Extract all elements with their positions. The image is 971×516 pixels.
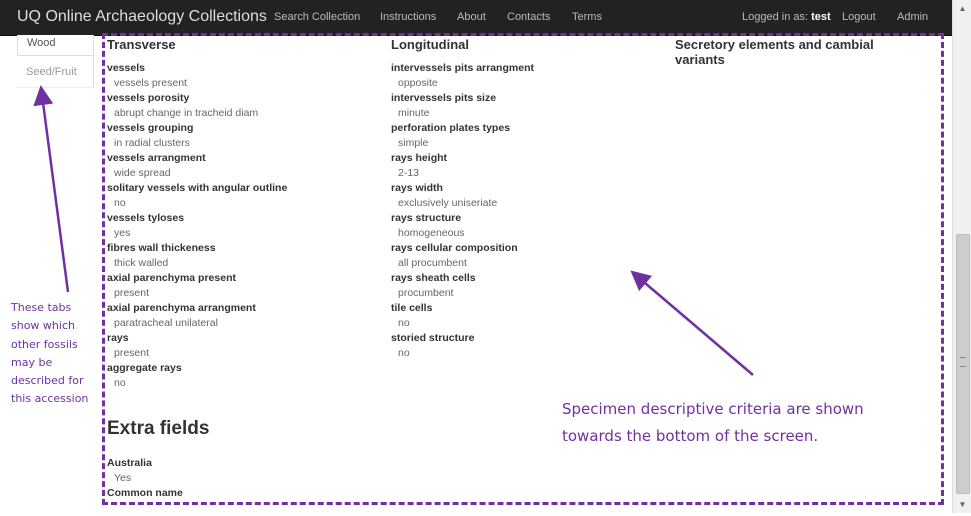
secretory-heading: Secretory elements and cambial variants [675, 37, 874, 67]
criterion-label: axial parenchyma present [107, 272, 236, 284]
criterion-value: no [398, 317, 410, 329]
transverse-criteria-list: vessels vessels present vessels porosity ab… [107, 61, 377, 391]
criterion-label: Australia [107, 457, 152, 469]
logged-in-indicator: Logged in as: test [742, 11, 831, 23]
criterion-label: rays sheath cells [391, 272, 476, 284]
criterion-label: fibres wall thickeness [107, 242, 216, 254]
nav-contacts[interactable]: Contacts [507, 11, 551, 23]
criterion-label: intervessels pits arrangment [391, 62, 534, 74]
annotation-dashed-frame [102, 33, 944, 505]
criterion-value: paratracheal unilateral [114, 317, 218, 329]
nav-about[interactable]: About [457, 11, 486, 23]
criterion-value: no [114, 377, 126, 389]
criterion-label: vessels arrangment [107, 152, 206, 164]
criterion-label: rays [107, 332, 129, 344]
nav-search-collection[interactable]: Search Collection [274, 11, 361, 23]
logged-in-username: test [811, 11, 831, 23]
tabs-annotation-text: These tabs show which other fossils may … [11, 301, 89, 406]
longitudinal-heading: Longitudinal [391, 37, 469, 52]
criterion-label: rays structure [391, 212, 462, 224]
tab-wood[interactable]: Wood [17, 35, 94, 56]
criterion-value: thick walled [114, 257, 169, 269]
criterion-label: rays width [391, 182, 443, 194]
criterion-value: opposite [398, 77, 438, 89]
longitudinal-criteria-list: intervessels pits arrangment opposite inte… [391, 61, 661, 361]
criteria-annotation-text: Specimen descriptive criteria are shown … [562, 400, 864, 445]
vertical-scrollbar[interactable]: ▲ ▼ [952, 0, 971, 513]
arrow-to-tabs [33, 85, 70, 293]
criterion-value: procumbent [398, 287, 454, 299]
criterion-value: simple [398, 137, 429, 149]
longitudinal-column: Longitudinal intervessels pits arrangmen… [391, 37, 661, 361]
triangle-up-icon[interactable]: ▲ [958, 4, 967, 13]
scrollbar-thumb[interactable] [956, 234, 970, 494]
criterion-value: exclusively uniseriate [398, 197, 498, 209]
criterion-label: storied structure [391, 332, 475, 344]
arrow-to-criteria [630, 270, 754, 376]
criterion-value: 2-13 [398, 167, 420, 179]
criterion-label: tile cells [391, 302, 433, 314]
criterion-value: homogeneous [398, 227, 465, 239]
criterion-label: aggregate rays [107, 362, 182, 374]
criterion-label: solitary vessels with angular outline [107, 182, 288, 194]
criterion-value: vessels present [114, 77, 187, 89]
criterion-value: abrupt change in tracheid diam [114, 107, 259, 119]
criterion-value: all procumbent [398, 257, 467, 269]
criterion-value: Yes [114, 472, 132, 484]
nav-terms[interactable]: Terms [572, 11, 602, 23]
criterion-value: wide spread [114, 167, 171, 179]
criterion-label: vessels grouping [107, 122, 194, 134]
transverse-heading: Transverse [107, 37, 176, 52]
criterion-label: vessels porosity [107, 92, 190, 104]
criterion-value: yes [114, 227, 131, 239]
criterion-label: rays cellular composition [391, 242, 518, 254]
criterion-value: present [114, 347, 150, 359]
extra-fields-heading: Extra fields [107, 418, 210, 439]
tab-seed-fruit[interactable]: Seed/Fruit [17, 56, 94, 88]
criterion-label: rays height [391, 152, 448, 164]
criterion-label: intervessels pits size [391, 92, 497, 104]
secretory-column: Secretory elements and cambial variants [675, 37, 915, 67]
admin-link[interactable]: Admin [897, 11, 929, 23]
grip-icon [960, 357, 966, 367]
site-brand[interactable]: UQ Online Archaeology Collections [17, 8, 267, 25]
criterion-label: Common name [107, 487, 183, 499]
criterion-label: vessels tyloses [107, 212, 185, 224]
criterion-label: vessels [107, 62, 145, 74]
logged-in-prefix: Logged in as: [742, 11, 809, 23]
criterion-label: axial parenchyma arrangment [107, 302, 256, 314]
criterion-value: present [114, 287, 150, 299]
criterion-value: minute [398, 107, 430, 119]
logout-link[interactable]: Logout [842, 11, 876, 23]
triangle-down-icon[interactable]: ▼ [958, 500, 967, 509]
criterion-value: no [398, 347, 410, 359]
criterion-value: in radial clusters [114, 137, 190, 149]
criterion-value: no [114, 197, 126, 209]
nav-instructions[interactable]: Instructions [380, 11, 437, 23]
top-navbar: UQ Online Archaeology Collections Search… [0, 0, 952, 36]
criterion-label: perforation plates types [391, 122, 511, 134]
